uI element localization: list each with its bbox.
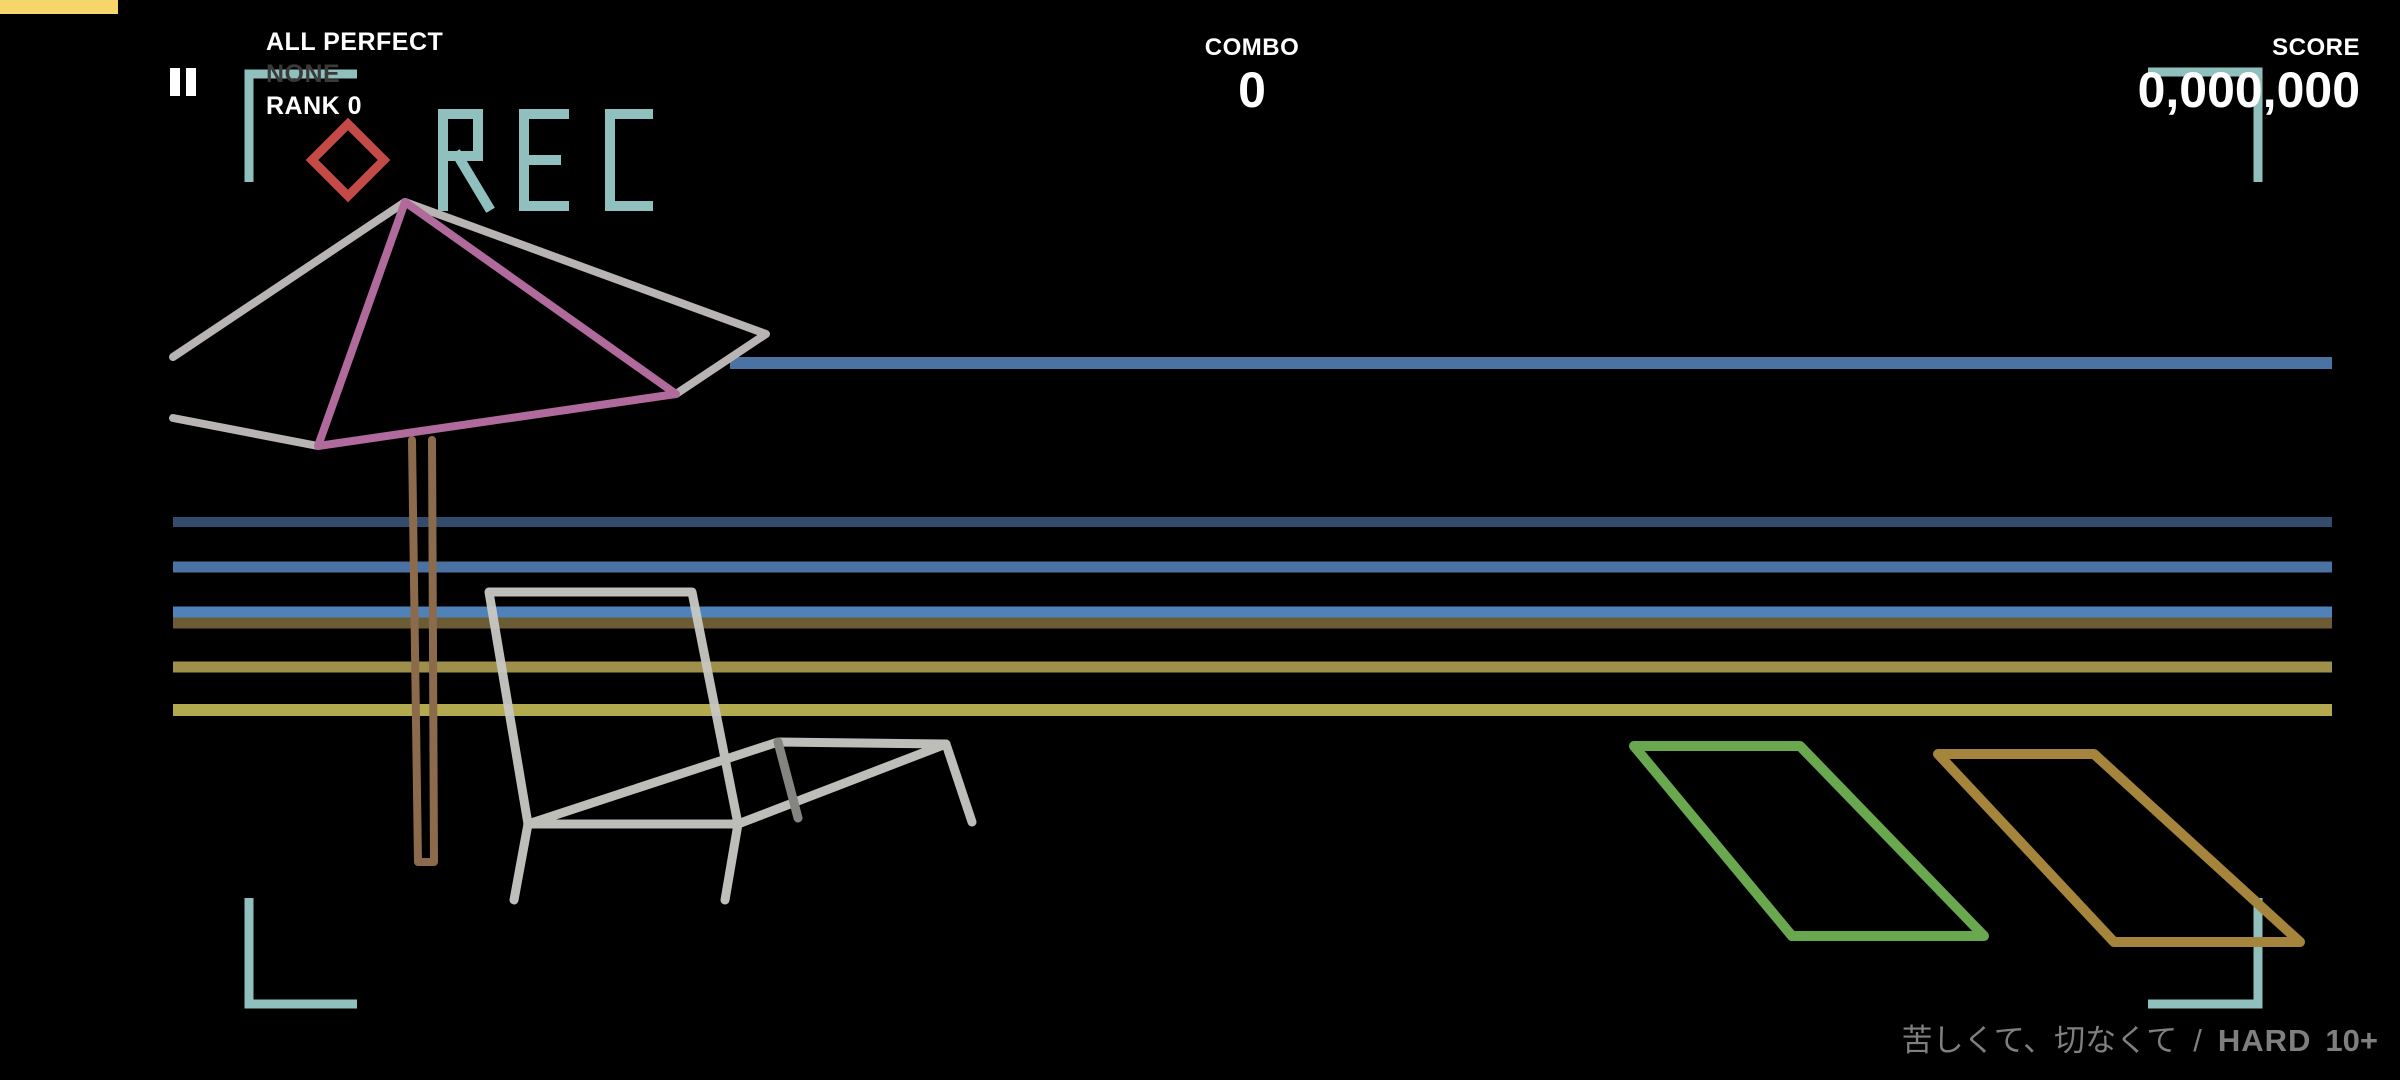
umbrella-canopy-lower — [169, 414, 322, 450]
viewfinder-frame — [244, 67, 2263, 1009]
combo-label: COMBO — [1204, 34, 1300, 61]
rank-label: RANK 0 — [266, 92, 363, 120]
combo-panel: COMBO 0 — [1080, 34, 1424, 118]
rec-indicator — [305, 109, 653, 213]
song-progress-bar — [0, 0, 118, 14]
umbrella-canopy-outer — [169, 198, 770, 398]
frame-corner-bottom-right — [2148, 898, 2263, 1009]
play-status-panel: ALL PERFECT NONE RANK 0 — [266, 26, 443, 122]
score-panel: SCORE 0,000,000 — [2138, 34, 2360, 118]
difficulty-level: 10+ — [2325, 1023, 2378, 1058]
umbrella-pole — [408, 436, 438, 866]
frame-corner-bottom-left — [244, 898, 357, 1009]
pause-icon-bar-right — [186, 68, 196, 96]
towel-gold — [1933, 749, 2305, 947]
umbrella-ribs — [314, 198, 680, 450]
rec-dot-icon — [305, 117, 391, 203]
status-secondary: NONE — [266, 60, 341, 88]
score-label: SCORE — [2272, 34, 2360, 61]
frame-corner-top-left — [244, 69, 357, 182]
status-primary: ALL PERFECT — [266, 28, 444, 56]
towels-drawing — [1629, 741, 2305, 947]
lounge-chair-drawing — [484, 587, 977, 905]
rec-label — [438, 109, 653, 213]
combo-value: 0 — [1238, 62, 1266, 118]
pause-button[interactable] — [164, 64, 204, 104]
song-info-separator: / — [2193, 1023, 2202, 1058]
judge-lines — [173, 357, 2332, 716]
score-value: 0,000,000 — [2137, 62, 2360, 118]
umbrella-drawing — [169, 198, 770, 866]
frame-corner-top-right — [2148, 67, 2263, 182]
difficulty-label: HARD — [2217, 1023, 2312, 1058]
pause-icon-bar-left — [170, 68, 180, 96]
song-info: 苦しくて、切なくて / HARD 10+ — [1902, 1015, 2378, 1060]
towel-green — [1629, 741, 1989, 941]
song-title: 苦しくて、切なくて — [1901, 1023, 2178, 1059]
